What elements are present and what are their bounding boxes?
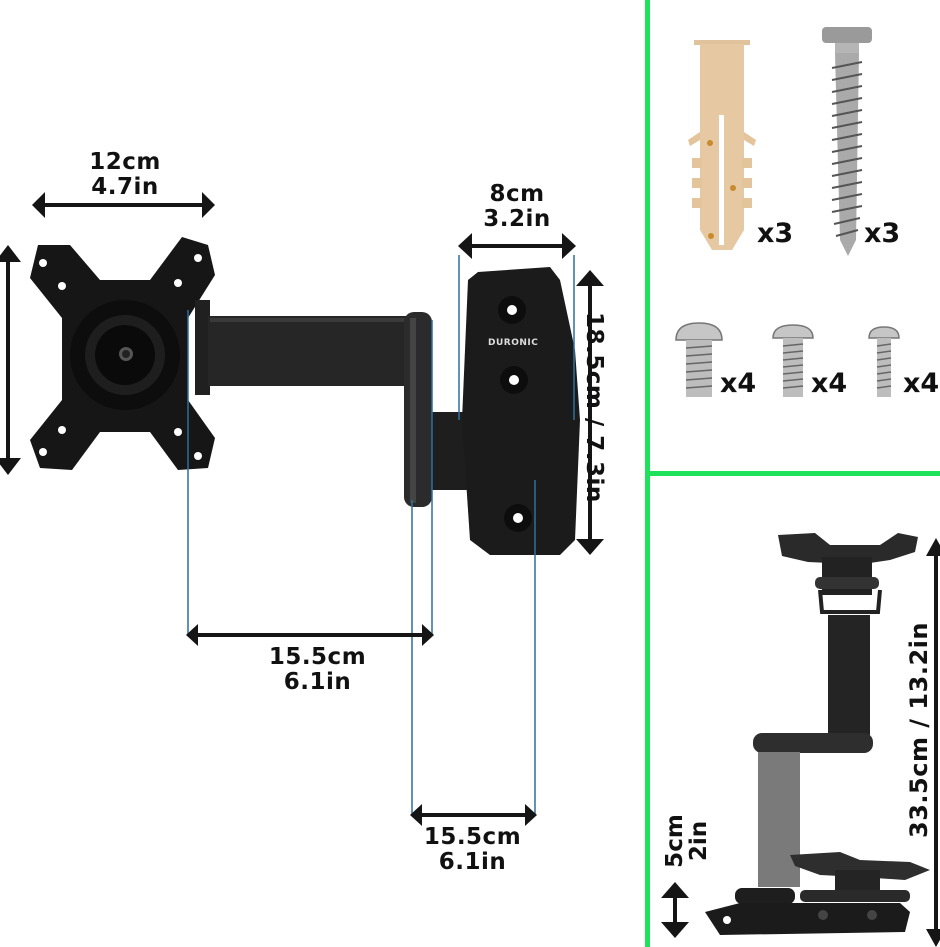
machine-screw-medium-qty: x4 [811, 368, 848, 399]
wall-plug-qty: x3 [757, 218, 794, 249]
arm1-length-in: 6.1in [283, 669, 352, 695]
machine-screw-small-qty: x4 [903, 368, 940, 399]
vesa-width-cm: 12cm [89, 149, 161, 175]
wall-plate-width-cm: 8cm [489, 181, 545, 207]
arm1-length-label: 15.5cm 6.1in [250, 645, 385, 695]
arm2-length-in: 6.1in [438, 849, 507, 875]
horizontal-divider [645, 471, 940, 476]
wood-screw-qty: x3 [864, 218, 901, 249]
wall-plate-width-in: 3.2in [483, 206, 551, 232]
brand-logo: DURONIC [488, 338, 539, 348]
vesa-width-label: 12cm 4.7in [60, 150, 190, 200]
machine-screw-large-qty: x4 [720, 368, 757, 399]
extension-label: 33.5cm / 13.2in [905, 622, 933, 838]
arm2-length-cm: 15.5cm [423, 824, 522, 850]
arm1-length-cm: 15.5cm [268, 644, 367, 670]
arm2-length-label: 15.5cm 6.1in [405, 825, 540, 875]
vesa-width-in: 4.7in [91, 174, 159, 200]
wall-plate-width-label: 8cm 3.2in [457, 182, 577, 232]
